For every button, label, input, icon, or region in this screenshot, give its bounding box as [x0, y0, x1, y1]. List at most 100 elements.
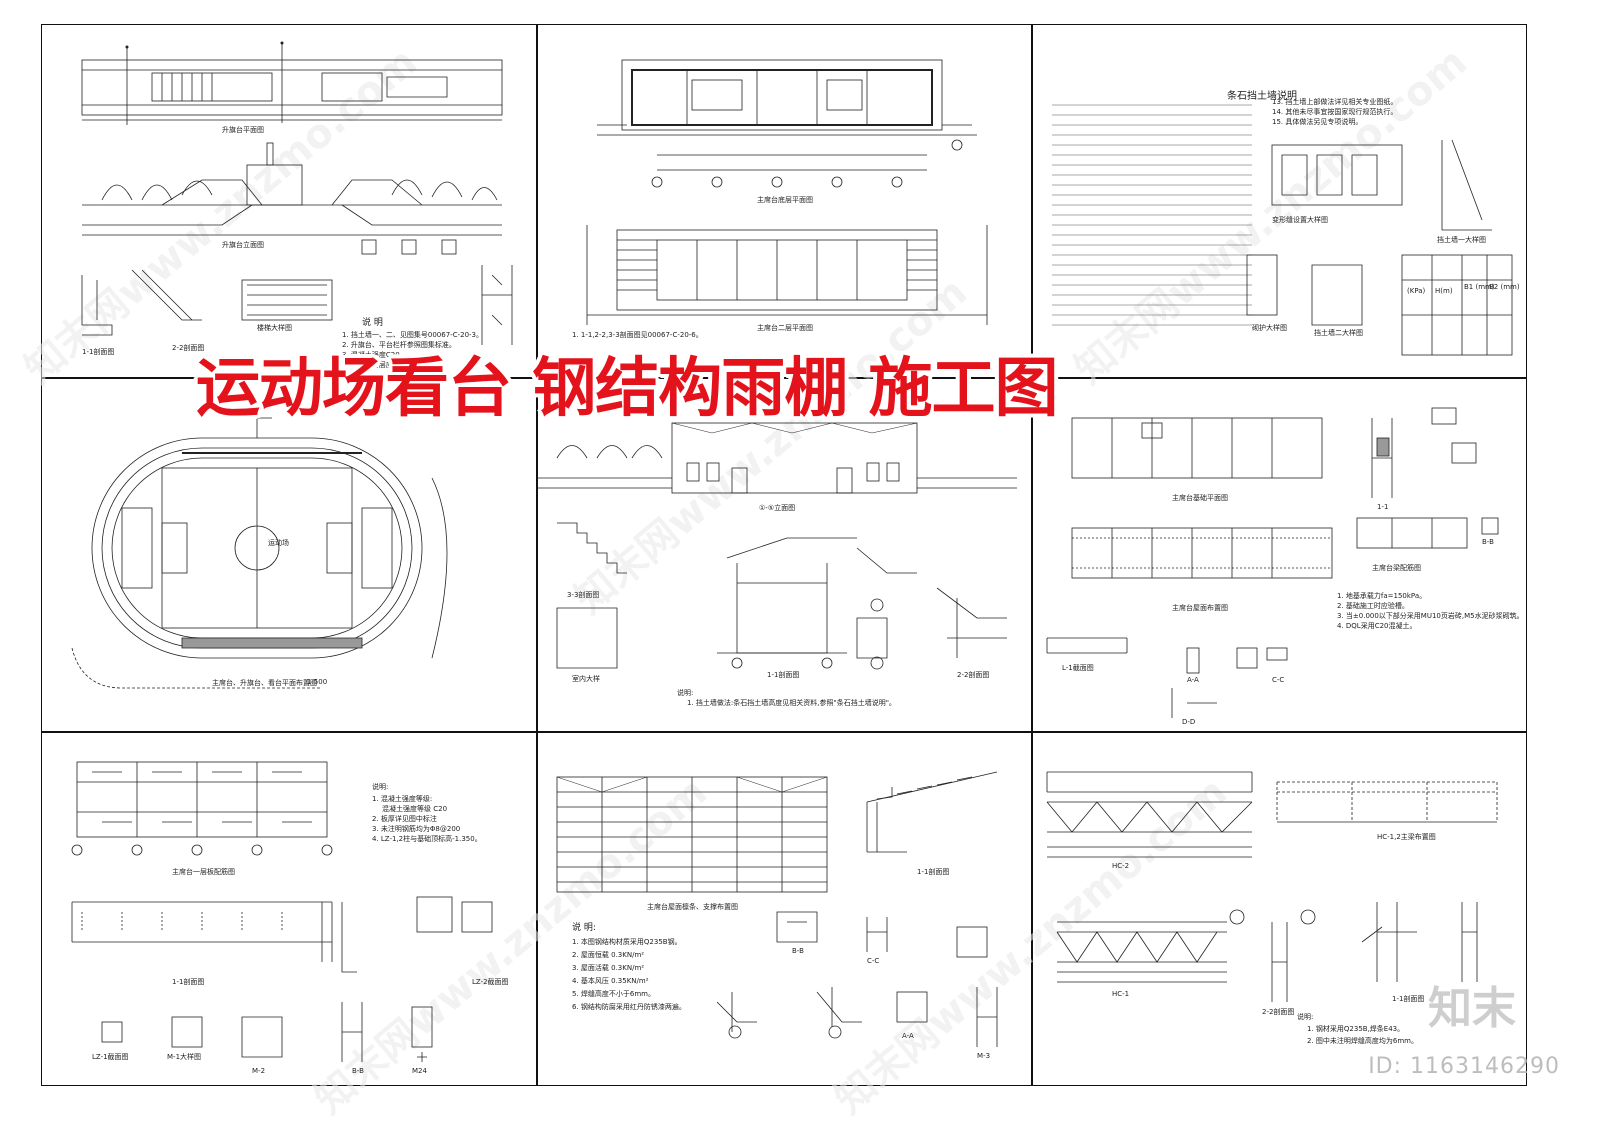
caption: 变形缝设置大样图 [1272, 216, 1328, 224]
caption: 升旗台平面图 [222, 126, 264, 134]
caption: M-1大样图 [167, 1053, 202, 1061]
caption: 1-1剖面图 [767, 671, 800, 679]
caption: 主席台屋面檩条、支撑布置图 [647, 903, 738, 911]
notes-title: 说明: [677, 689, 694, 697]
note-line: 3. 当±0.000以下部分采用MU10页岩砖,M5水泥砂浆砌筑。 [1337, 612, 1524, 620]
caption: HC-1,2主梁布置图 [1377, 833, 1436, 841]
note-line: 1. 钢材采用Q235B,焊条E43。 [1307, 1025, 1405, 1033]
caption: B-B [1482, 538, 1494, 546]
scale: 1:500 [307, 678, 328, 686]
sheet-retaining-wall-notes: 条石挡土墙说明 变形缝设置大样图 挡土墙一大样图 砌护大样图 挡土墙二大样图 (… [1032, 25, 1527, 377]
caption: 1-1剖面图 [82, 348, 115, 356]
note-line: 3. 屋面活载 0.3KN/m² [572, 964, 645, 972]
caption: 室内大样 [572, 675, 600, 683]
caption: 1-1剖面图 [1392, 995, 1425, 1003]
caption: 主席台底层平面图 [757, 196, 813, 204]
caption: ①-⑤立面图 [759, 504, 796, 512]
caption: 1-1 [1377, 503, 1389, 511]
note-line: 4. 基础持力层应坐落在原状土上。 [342, 361, 449, 369]
note-line: 3. 未注明钢筋均为Φ8@200 [372, 825, 461, 833]
note-line: 5. 焊缝高度不小于6mm。 [572, 990, 655, 998]
note-line: 4. LZ-1,2柱与基础顶标高-1.350。 [372, 835, 482, 843]
sheet-site-plan: 运动场 主席台、升旗台、看台平面布置图 1:500 [42, 378, 536, 731]
sheet-title: 条石挡土墙说明 [1227, 91, 1297, 102]
caption: 主席台二层平面图 [757, 324, 813, 332]
sheet-8-drawing [556, 771, 998, 1047]
notes-title: 说明: [1297, 1013, 1314, 1021]
caption: 2-2剖面图 [172, 344, 205, 352]
caption: LZ-1截面图 [92, 1053, 129, 1061]
caption: C-C [1272, 676, 1285, 684]
grid-divider-h2 [41, 731, 1527, 733]
caption: 挡土墙二大样图 [1314, 329, 1363, 337]
caption: 升旗台立面图 [222, 241, 264, 249]
note-line: 2. 图中未注明焊缝高度均为6mm。 [1307, 1037, 1418, 1045]
headline-title: 运动场看台 钢结构雨棚 施工图 [196, 352, 1059, 426]
note-line: 2. 升旗台、平台栏杆参照图集标准。 [342, 341, 456, 349]
caption: D-D [1182, 718, 1196, 726]
caption: 2-2剖面图 [957, 671, 990, 679]
caption: 挡土墙一大样图 [1437, 236, 1486, 244]
note-line: 1. 地基承载力fa=150kPa。 [1337, 592, 1427, 600]
caption: 3-3剖面图 [567, 591, 600, 599]
caption: C-C [867, 957, 880, 965]
note-line: 1. 挡土墙一、二、见图集号00067-C-20-3。 [342, 331, 483, 339]
caption: M-3 [977, 1052, 991, 1060]
sheet-9-drawing [1046, 771, 1498, 1002]
note-line: 15. 具体做法另见专项说明。 [1272, 118, 1363, 126]
sheet-1-drawing [81, 41, 513, 345]
drawing-frame [41, 24, 1527, 1086]
sheet-7-drawing [71, 761, 493, 1062]
note-line: 1. 本图钢结构材质采用Q235B钢。 [572, 938, 682, 946]
note-line: 1. 混凝土强度等级: [372, 795, 433, 803]
caption: 主席台一层板配筋图 [172, 868, 235, 876]
notes-title: 说 明: [572, 923, 596, 933]
sheet-4-drawing [71, 408, 448, 689]
sheet-5-drawing [537, 422, 1017, 670]
note-line: 4. DQL采用C20混凝土。 [1337, 622, 1417, 630]
sheet-6-drawing [1046, 407, 1499, 718]
caption: HC-2 [1112, 862, 1130, 870]
sheet-podium-elevation: ①-⑤立面图 3-3剖面图 1-1剖面图 2-2剖面图 室内大样 说明: 1. … [537, 378, 1031, 731]
caption: 1-1剖面图 [917, 868, 950, 876]
note-line: 4. 基本风压 0.35KN/m² [572, 977, 649, 985]
caption: M-2 [252, 1067, 266, 1075]
grid-divider-v2 [1031, 24, 1033, 1086]
sheet-flag-platform: 升旗台平面图 升旗台立面图 1-1剖面图 2-2剖面图 楼梯大样图 说 明 1.… [42, 25, 536, 377]
caption: A-A [902, 1032, 914, 1040]
caption: A-A [1187, 676, 1199, 684]
caption: 砌护大样图 [1252, 324, 1287, 332]
note-line: 14. 其他未尽事宜按国家现行规范执行。 [1272, 108, 1398, 116]
note-line: 13. 挡土墙上部做法详见相关专业图纸。 [1272, 98, 1398, 106]
sheet-podium-plans: 主席台底层平面图 主席台二层平面图 1. 1-1,2-2,3-3剖面图见0006… [537, 25, 1031, 377]
caption: M24 [412, 1067, 427, 1075]
field-label: 运动场 [268, 539, 289, 547]
caption: 主席台、升旗台、看台平面布置图 [212, 679, 317, 687]
caption: 2-2剖面图 [1262, 1008, 1295, 1016]
note-line: 2. 板厚详见图中标注 [372, 815, 437, 823]
grid-divider-h1 [41, 377, 1527, 379]
sheet-steel-girders: HC-2 HC-1 HC-1,2主梁布置图 1-1剖面图 2-2剖面图 说明: … [1032, 732, 1527, 1086]
sheet-3-drawing [1052, 104, 1513, 356]
caption: B-B [352, 1067, 364, 1075]
caption: 1-1剖面图 [172, 978, 205, 986]
table-header: H(m) [1435, 287, 1453, 295]
grid-divider-v1 [536, 24, 538, 1086]
note-line: 混凝土强度等级 C20 [382, 805, 448, 813]
note-line: 2. 屋面恒载 0.3KN/m² [572, 951, 645, 959]
sheet-2-drawing [586, 59, 988, 325]
notes-title: 说明: [372, 783, 389, 791]
caption: LZ-2截面图 [472, 978, 509, 986]
note-line: 1. 1-1,2-2,3-3剖面图见00067-C-20-6。 [572, 331, 703, 339]
caption: 主席台屋面布置图 [1172, 604, 1228, 612]
table-header: B2 (mm) [1489, 283, 1520, 291]
note-line: 1. 挡土墙做法:条石挡土墙高度见相关资料,参照"条石挡土墙说明"。 [687, 699, 896, 707]
sheet-slab-reinforcement: 主席台一层板配筋图 1-1剖面图 LZ-1截面图 M-1大样图 M-2 B-B … [42, 732, 536, 1086]
caption: 主席台梁配筋图 [1372, 564, 1421, 572]
table-header: (KPa) [1407, 287, 1426, 295]
notes-title: 说 明 [362, 318, 383, 328]
caption: HC-1 [1112, 990, 1130, 998]
caption: B-B [792, 947, 804, 955]
sheet-foundation: 主席台基础平面图 主席台屋面布置图 主席台梁配筋图 1-1 B-B L-1截面图… [1032, 378, 1527, 731]
note-line: 6. 钢结构防腐采用红丹防锈漆两遍。 [572, 1003, 686, 1011]
